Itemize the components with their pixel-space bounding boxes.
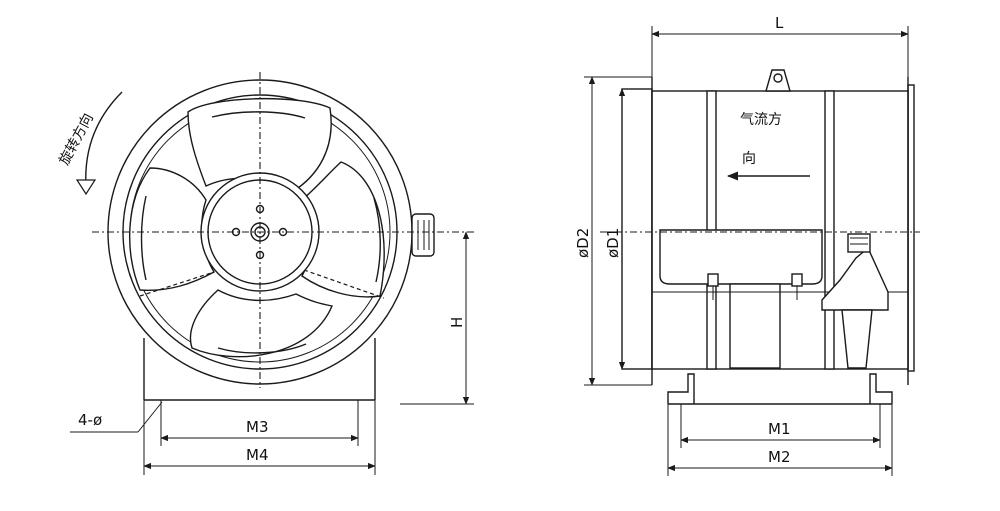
rotation-direction-label: 旋转方向 bbox=[56, 111, 96, 168]
cable-gland bbox=[841, 309, 873, 369]
airflow-label-line2: 向 bbox=[742, 151, 756, 167]
dim-M2-label: M2 bbox=[768, 448, 791, 466]
motor-housing bbox=[659, 229, 823, 285]
dim-D1-label: øD1 bbox=[604, 228, 622, 258]
dim-L-label: L bbox=[775, 14, 784, 32]
motor-bolt bbox=[707, 273, 719, 287]
rotation-arrow bbox=[85, 91, 123, 187]
dim-M3-label: M3 bbox=[246, 418, 269, 436]
dim-D2-label: øD2 bbox=[574, 228, 592, 258]
left-flange bbox=[621, 88, 653, 370]
bolt-holes-label: 4-ø bbox=[78, 411, 102, 429]
motor-bolt bbox=[791, 273, 803, 287]
front-view: 旋转方向 H 4-ø M3 M4 bbox=[56, 72, 474, 475]
dim-M1-label: M1 bbox=[768, 420, 791, 438]
side-view: 气流方 向 L øD2 øD1 M1 M2 bbox=[574, 14, 920, 476]
right-flange bbox=[907, 84, 915, 372]
airflow-label-line1: 气流方 bbox=[740, 112, 782, 128]
junction-bracket bbox=[821, 246, 889, 311]
dim-H-label: H bbox=[448, 317, 466, 328]
lifting-lug bbox=[765, 69, 791, 92]
terminal-box bbox=[411, 213, 435, 257]
fan-blades bbox=[128, 97, 385, 358]
dim-M4-label: M4 bbox=[246, 446, 269, 464]
base-feet bbox=[667, 373, 695, 404]
